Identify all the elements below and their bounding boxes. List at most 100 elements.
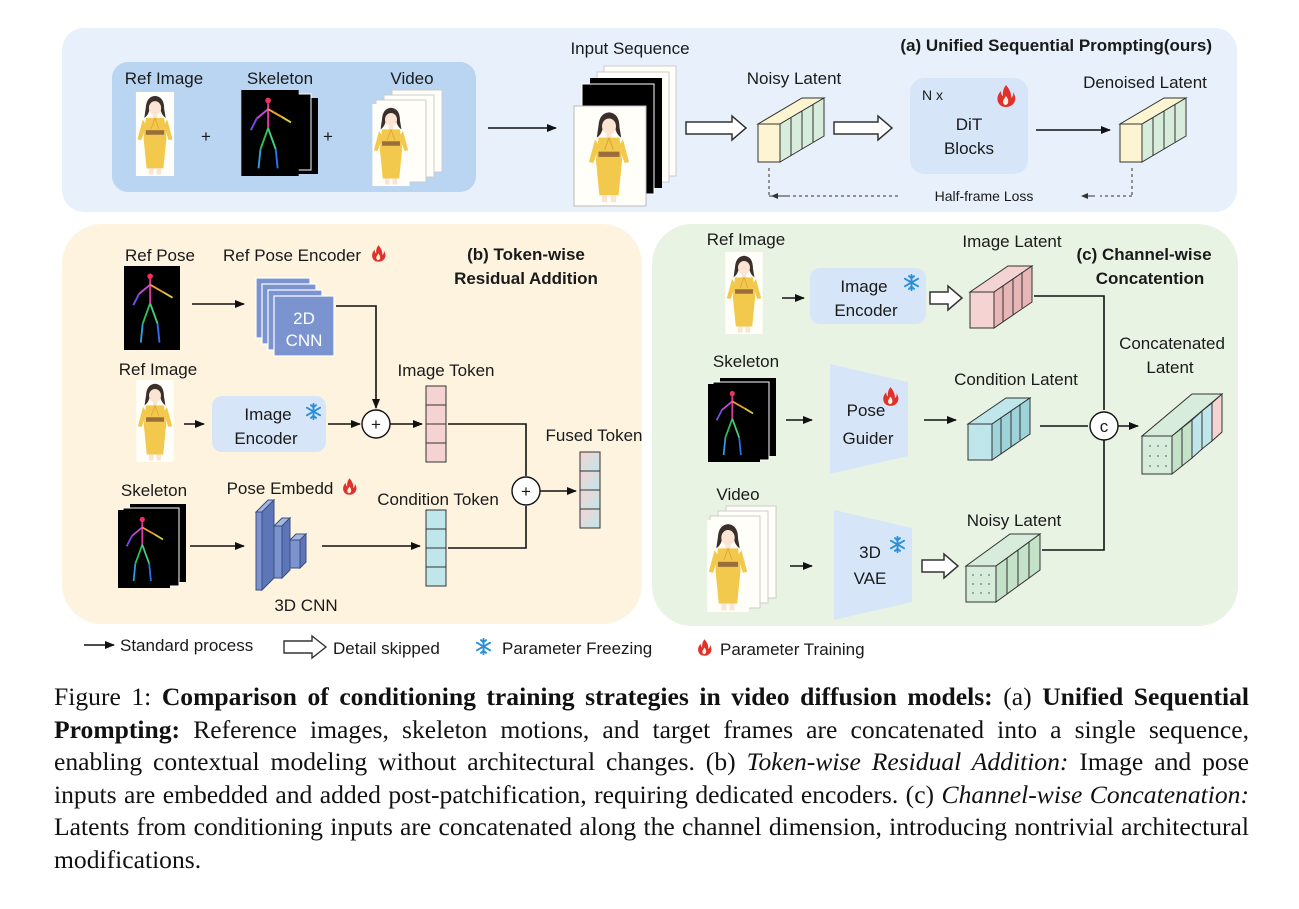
panel-b-cnn2d-line1: 2D [293, 309, 315, 328]
panel-c-vae-line2: VAE [854, 569, 887, 588]
panel-a-dit-line2: Blocks [944, 139, 994, 158]
legend-freezing-label: Parameter Freezing [502, 639, 652, 658]
panel-b-3d-cnn-label: 3D CNN [274, 596, 337, 615]
panel-b-3d-cnn-blocks [254, 498, 308, 592]
figure-diagram: (a) Unified Sequential Prompting(ours) R… [62, 28, 1238, 660]
panel-c-video-label: Video [716, 485, 759, 504]
panel-b-2d-cnn-stack [255, 277, 335, 357]
panel-c-skeleton-label: Skeleton [713, 352, 779, 371]
legend-standard-label: Standard process [120, 636, 253, 655]
panel-c-title-line2: Concatention [1096, 269, 1205, 288]
panel-a-nx-label: N x [922, 87, 943, 103]
panel-b-ref-pose-label: Ref Pose [125, 246, 195, 265]
panel-c-line-image-latent-to-concat [1034, 295, 1105, 410]
panel-a-denoised-latent-label: Denoised Latent [1083, 73, 1207, 92]
panel-c-concat-symbol: c [1100, 417, 1109, 436]
caption-bold-usp: Unified Sequential Prompting: [54, 682, 1249, 744]
panel-c-noisy-latent-cube [964, 533, 1042, 603]
panel-c-concatenated-line1: Concatenated [1119, 334, 1225, 353]
panel-c-noisy-latent-label: Noisy Latent [967, 511, 1062, 530]
panel-c-video-stack [706, 505, 777, 612]
panel-a-hollow-arrow-1 [685, 114, 748, 142]
panel-b-condition-token [425, 509, 447, 587]
panel-b-cnn2d-line2: CNN [286, 331, 323, 350]
panel-b-ref-pose-image [124, 266, 180, 350]
panel-b-title-line2: Residual Addition [454, 269, 598, 288]
panel-c-image-encoder [810, 268, 926, 324]
panel-c-concatenated-latent-cube [1140, 392, 1224, 476]
panel-a-half-frame-loss-label: Half-frame Loss [935, 188, 1034, 204]
panel-b-condition-token-label: Condition Token [377, 490, 499, 509]
panel-a-ref-image-label: Ref Image [125, 69, 203, 88]
caption-text-3: Latents from conditioning inputs are con… [54, 812, 1249, 874]
panel-c-image-latent-label: Image Latent [962, 232, 1062, 251]
panel-c-vae-line1: 3D [859, 543, 881, 562]
figure-caption: Figure 1: Comparison of conditioning tra… [54, 681, 1249, 877]
panel-b-image-token-label: Image Token [397, 361, 494, 380]
legend-snowflake-icon [475, 638, 492, 655]
legend-skipped-arrow [283, 634, 328, 660]
caption-a-label: (a) [1003, 682, 1032, 711]
panel-b-arrow-cnn-to-add [336, 305, 380, 409]
caption-fig-label: Figure 1: [54, 682, 152, 711]
panel-b-fused-token [579, 451, 601, 529]
panel-b-line-condition-token-to-fuse [448, 506, 527, 549]
panel-b-image-encoder [212, 396, 326, 452]
panel-a-plus-1: + [201, 127, 211, 146]
panel-b-image-encoder-line2: Encoder [234, 429, 298, 448]
panel-c-line-noisy-latent-to-concat [1042, 440, 1105, 551]
panel-a-skeleton-stack [240, 90, 318, 176]
panel-c-image-latent-cube [968, 265, 1034, 329]
panel-a-video-label: Video [390, 69, 433, 88]
panel-b-pose-embedd-label: Pose Embedd [227, 479, 334, 498]
panel-c-condition-latent-cube [966, 397, 1032, 461]
panel-b-skeleton-label: Skeleton [121, 481, 187, 500]
panel-c-3d-vae [834, 510, 912, 620]
panel-c-hollow-arrow-2 [921, 552, 960, 580]
panel-c-ref-image [724, 252, 764, 334]
legend-skipped-label: Detail skipped [333, 639, 440, 658]
panel-b-add-symbol-1: + [371, 415, 381, 434]
legend-flame-icon [698, 639, 712, 656]
panel-b-line-image-token-to-fuse [448, 423, 527, 476]
panel-b-ref-image [135, 380, 175, 462]
caption-text-1: Reference images, skeleton motions, and … [54, 714, 1250, 777]
panel-a-denoised-latent-cube [1118, 97, 1188, 163]
panel-a-hollow-arrow-2 [833, 114, 894, 142]
panel-c-ref-image-label: Ref Image [707, 230, 785, 249]
panel-b-add-symbol-2: + [521, 482, 531, 501]
panel-b-title-line1: (b) Token-wise [467, 245, 585, 264]
panel-b-ref-image-label: Ref Image [119, 360, 197, 379]
panel-b-fused-token-label: Fused Token [545, 426, 642, 445]
panel-c-pose-guider-line1: Pose [847, 401, 886, 420]
panel-b-skeleton-stack [117, 504, 186, 588]
panel-c-title-line1: (c) Channel-wise [1076, 245, 1211, 264]
panel-c-image-encoder-line1: Image [840, 277, 887, 296]
panel-a-input-sequence-label: Input Sequence [570, 39, 689, 58]
panel-b-image-token [425, 385, 447, 463]
panel-c-condition-latent-label: Condition Latent [954, 370, 1078, 389]
panel-c-hollow-arrow-1 [929, 284, 964, 312]
panel-a-skeleton-label: Skeleton [247, 69, 313, 88]
caption-italic-token-wise: Token-wise Residual Addition: [746, 747, 1069, 777]
panel-a-ref-image [135, 92, 175, 176]
panel-c-pose-guider-line2: Guider [842, 429, 893, 448]
panel-a-plus-2: + [323, 127, 333, 146]
legend-training-label: Parameter Training [720, 640, 865, 659]
panel-a-title: (a) Unified Sequential Prompting(ours) [900, 36, 1212, 55]
panel-a-half-frame-loss-path [768, 168, 1133, 197]
panel-c-concatenated-line2: Latent [1146, 358, 1194, 377]
caption-bold-title: Comparison of conditioning training stra… [161, 682, 993, 711]
panel-c-background [652, 224, 1238, 626]
panel-a-noisy-latent-cube [756, 97, 826, 163]
panel-b-image-encoder-line1: Image [244, 405, 291, 424]
caption-italic-channel-wise: Channel-wise Concatenation: [941, 779, 1249, 809]
panel-c-skeleton-stack [707, 378, 776, 462]
panel-a-input-sequence-stack [573, 65, 677, 207]
panel-a-video-stack [371, 89, 443, 186]
panel-b-ref-pose-encoder-label: Ref Pose Encoder [223, 246, 361, 265]
panel-a-noisy-latent-label: Noisy Latent [747, 69, 842, 88]
panel-a-dit-line1: DiT [956, 115, 982, 134]
caption-text-2: Image and pose inputs are embedded and a… [54, 747, 1249, 809]
panel-c-image-encoder-line2: Encoder [834, 301, 898, 320]
